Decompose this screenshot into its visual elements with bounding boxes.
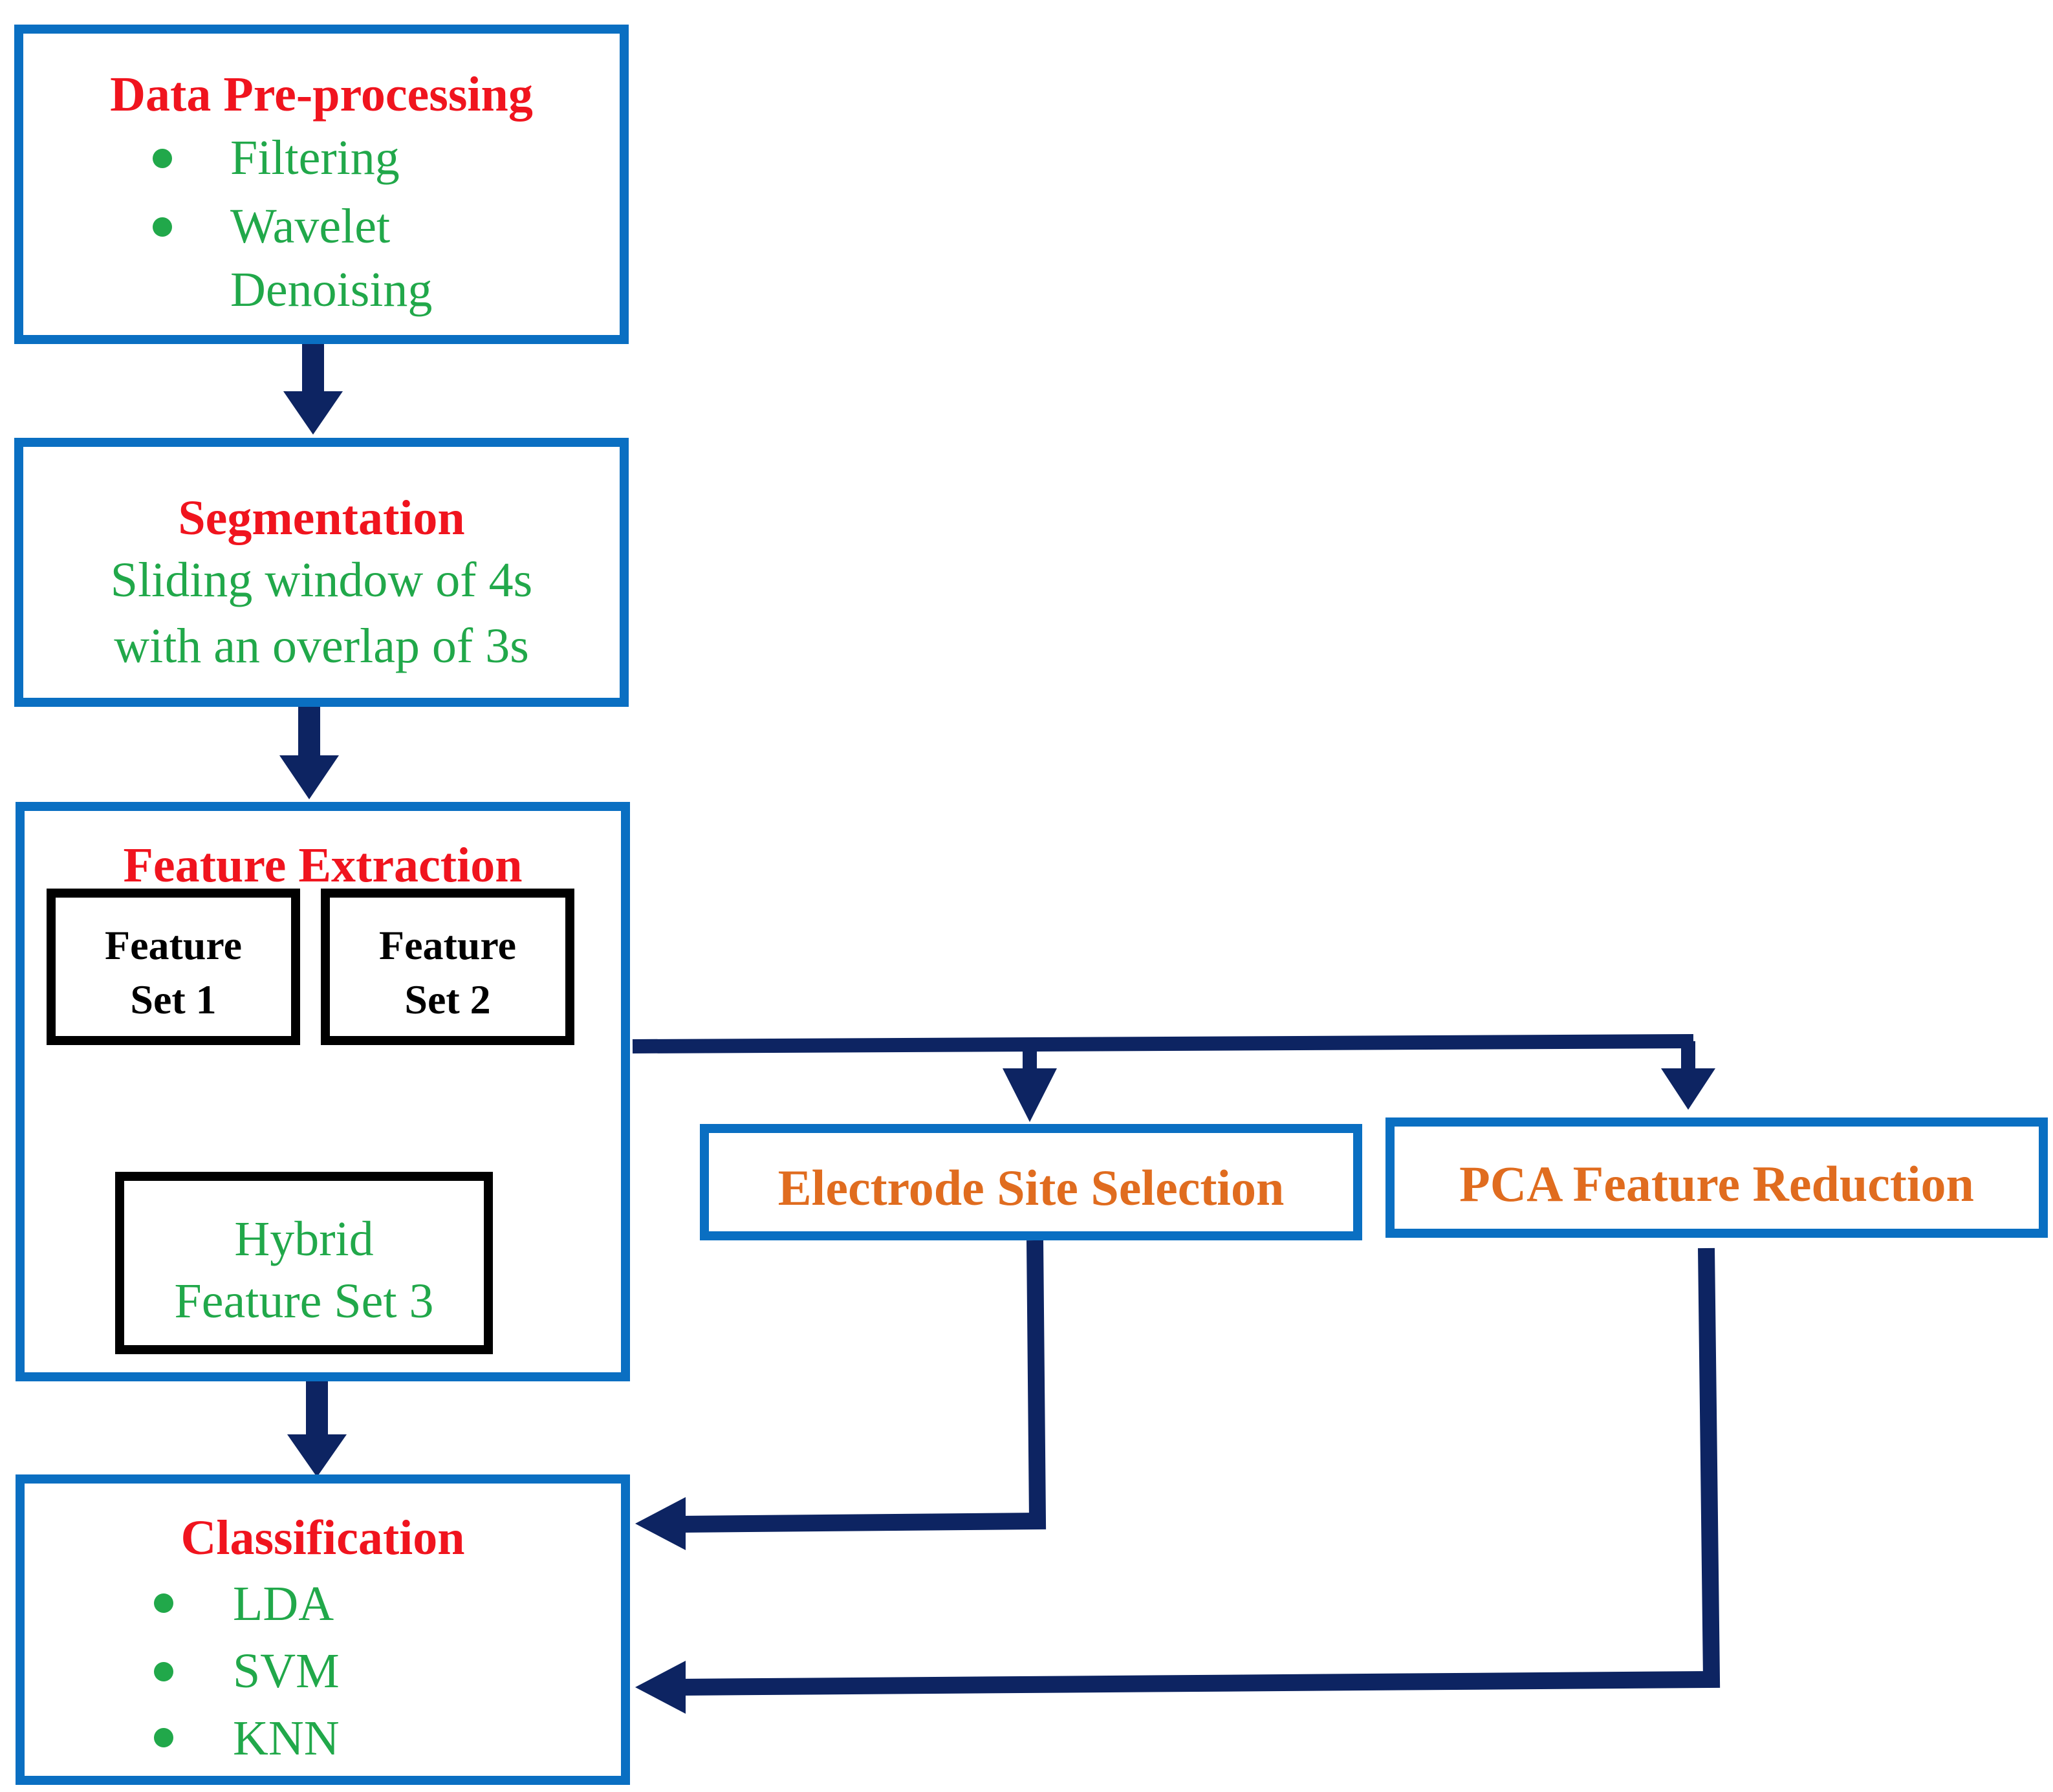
segmentation-line: with an overlap of 3s [114,619,529,673]
segmentation-title: Segmentation [178,491,465,545]
classification-item: KNN [233,1711,340,1765]
preprocessing-item: Denoising [230,263,433,317]
feature-set-2-box: Feature Set 2 [321,889,574,1045]
feature-set-1-box: Feature Set 1 [47,889,300,1045]
electrode-site-selection-label: Electrode Site Selection [777,1160,1285,1216]
arrow-fe-branch [632,1034,1715,1122]
arrow-seg-to-fe [279,700,339,799]
bullet-icon [153,217,172,237]
pca-feature-reduction-label: PCA Feature Reduction [1459,1156,1974,1212]
pca-feature-reduction-box: PCA Feature Reduction [1385,1117,2048,1238]
classification-item: SVM [233,1644,340,1698]
feature-set-1-line: Set 1 [130,977,217,1022]
bullet-icon [154,1728,173,1747]
classification-title: Classification [180,1511,465,1565]
segmentation-box: Segmentation Sliding window of 4s with a… [14,438,629,707]
electrode-site-selection-box: Electrode Site Selection [700,1124,1362,1240]
arrow-electrode-to-class [635,1240,1047,1550]
classification-item: LDA [233,1577,334,1631]
arrow-fe-to-class [287,1381,347,1477]
preprocessing-box: Data Pre-processing Filtering Wavelet De… [14,25,629,344]
preprocessing-item: Filtering [230,131,400,185]
bullet-icon [154,1662,173,1681]
hybrid-feature-set-box: Hybrid Feature Set 3 [115,1172,493,1354]
bullet-icon [153,149,172,168]
arrow-pca-to-class [635,1247,1721,1714]
preprocessing-title: Data Pre-processing [110,67,533,122]
hybrid-line: Hybrid [234,1212,374,1266]
feature-set-2-line: Feature [378,922,517,968]
classification-box: Classification LDA SVM KNN [16,1474,630,1785]
feature-set-1-line: Feature [104,922,243,968]
hybrid-line: Feature Set 3 [174,1274,434,1328]
preprocessing-item: Wavelet [230,199,391,254]
segmentation-line: Sliding window of 4s [110,553,533,607]
arrow-preproc-to-seg [283,340,343,435]
bullet-icon [154,1593,173,1613]
feature-set-2-line: Set 2 [404,977,491,1022]
feature-extraction-title: Feature Extraction [123,838,523,892]
